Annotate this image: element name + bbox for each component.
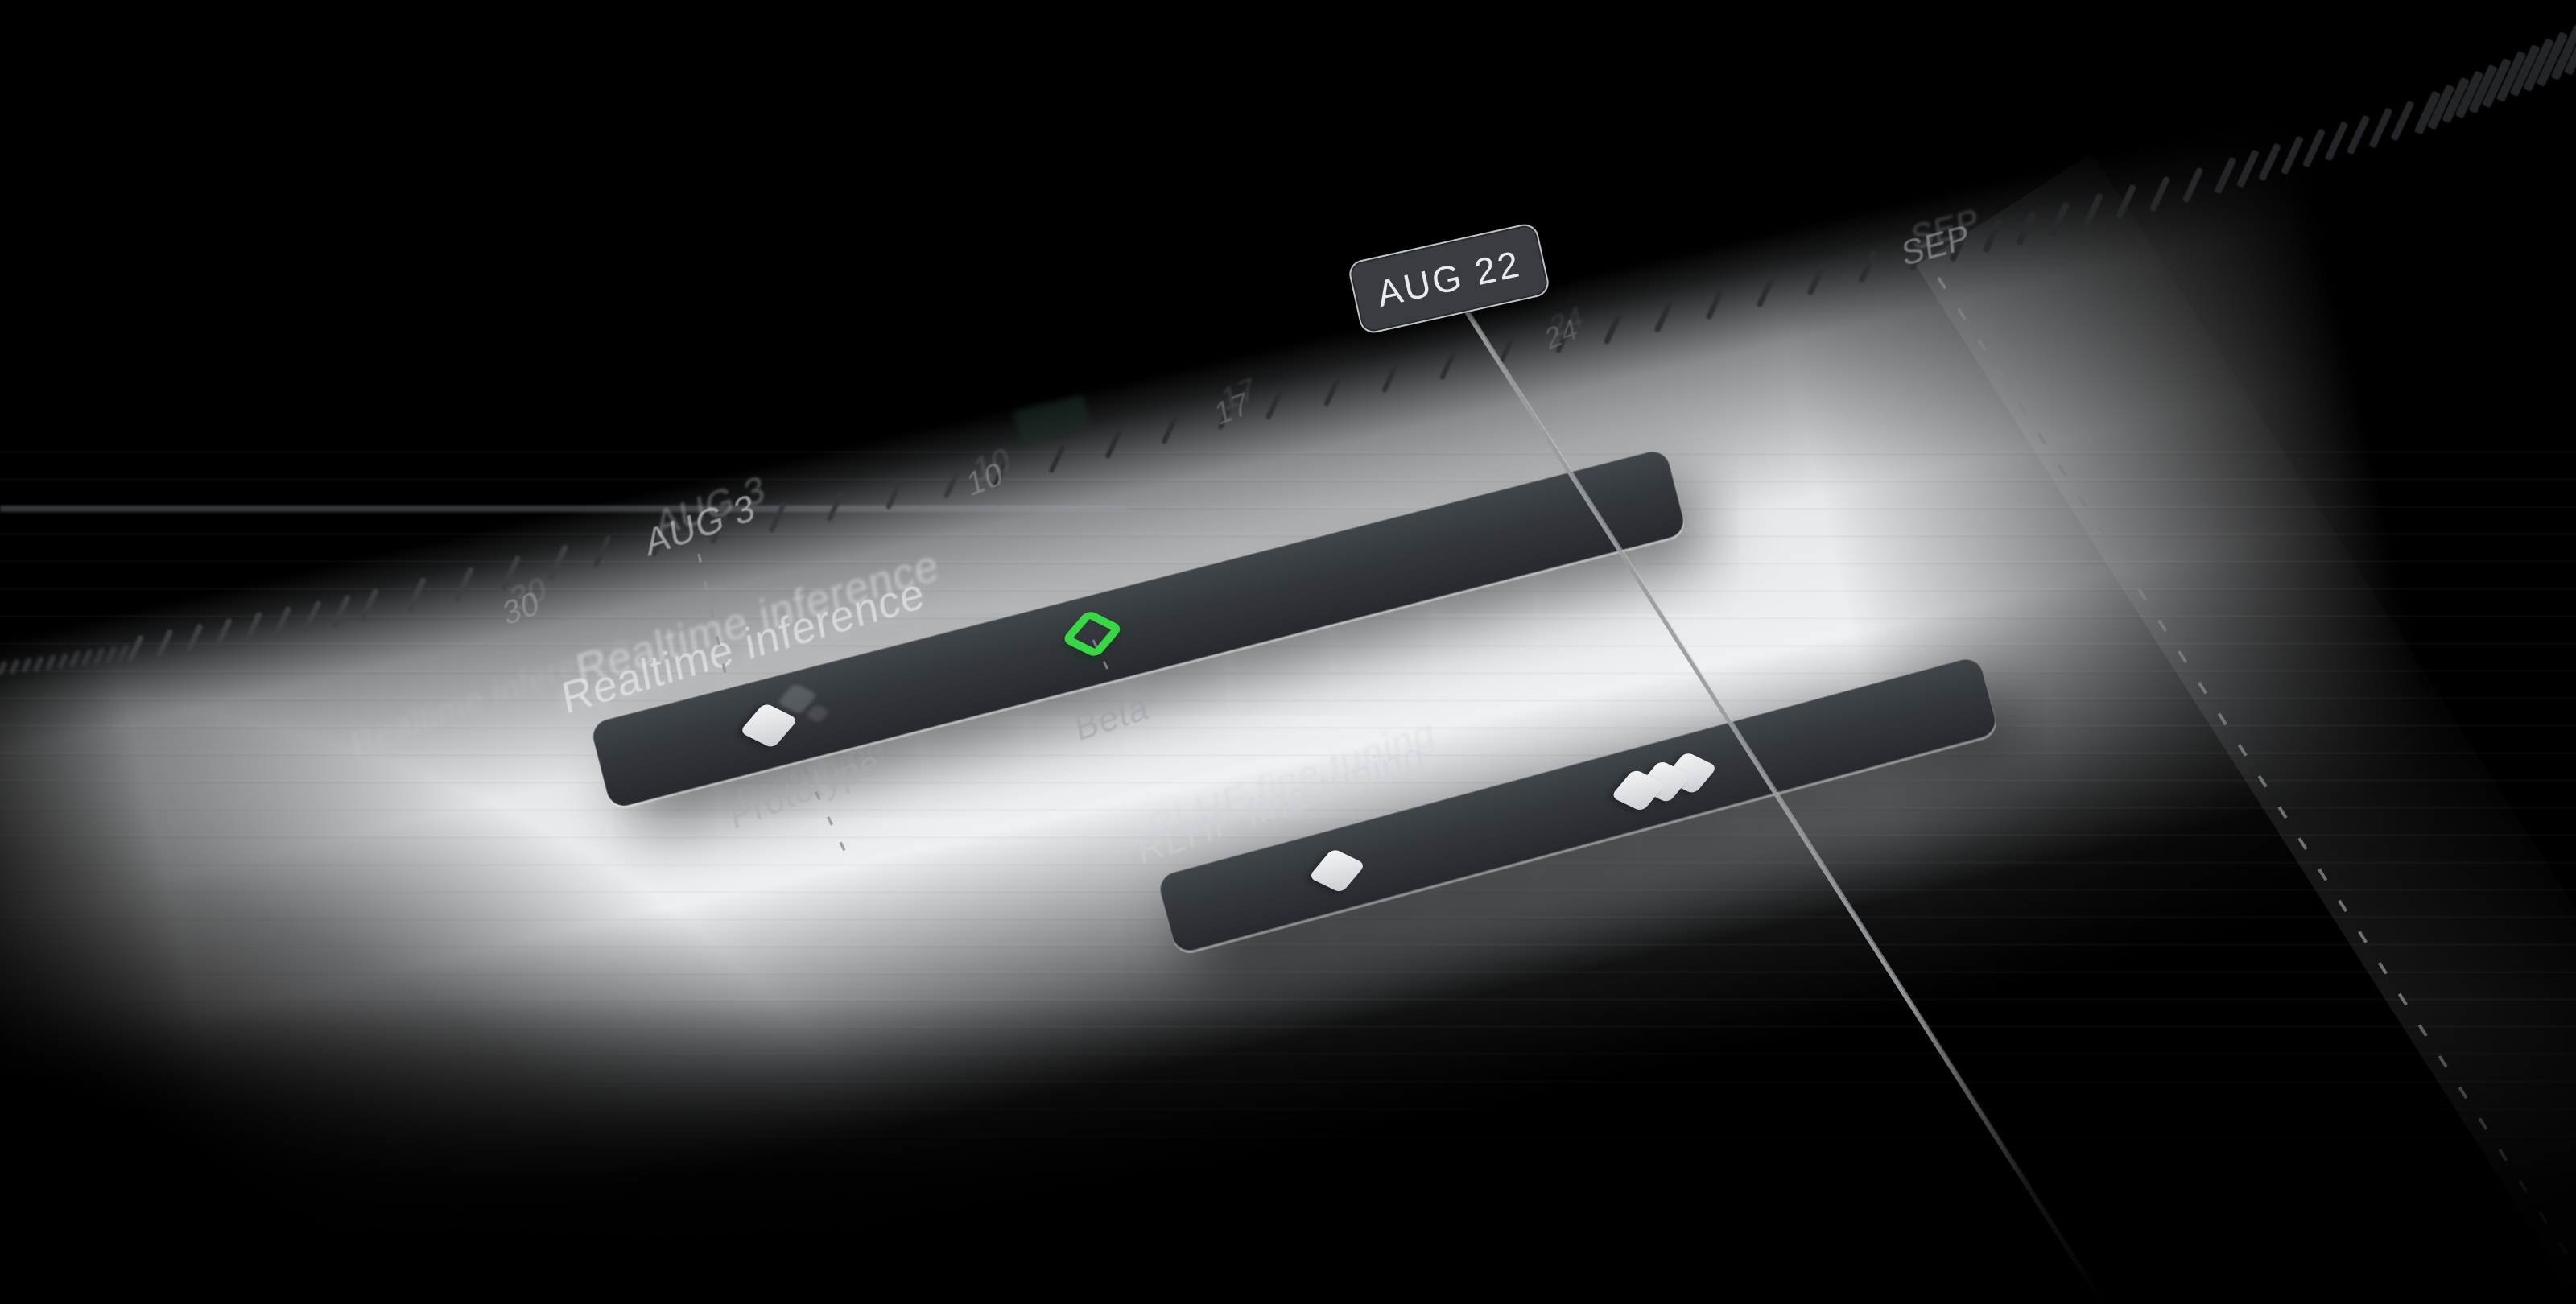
date-flag-label: AUG 22 xyxy=(1373,241,1525,316)
aug3-milestone-dashed-connector xyxy=(697,553,729,682)
bottom-vignette xyxy=(0,998,2576,1304)
beta-dashed-connector xyxy=(1092,639,1117,687)
floor-streak xyxy=(0,506,1127,512)
